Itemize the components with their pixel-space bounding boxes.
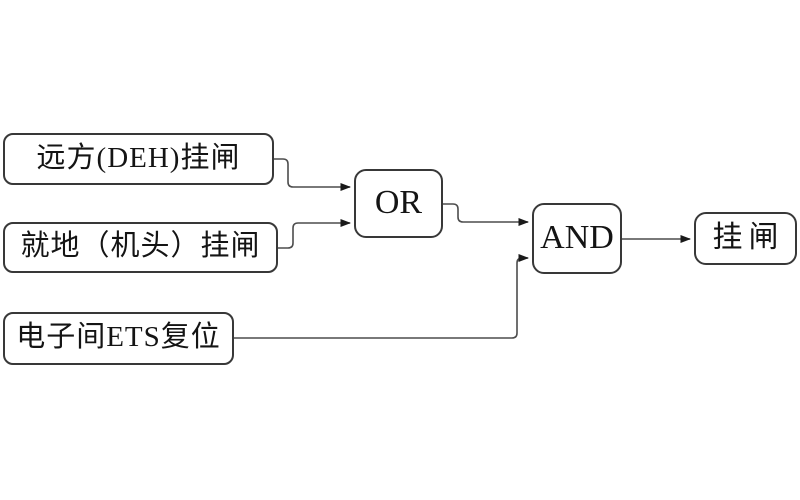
node-gate-or-label: OR [374, 183, 423, 221]
node-input-local-head-label: 就地（机头）挂闸 [20, 230, 261, 262]
connector-ets-reset-to-and [234, 254, 529, 339]
node-input-ets-reset-label: 电子间ETS复位 [16, 321, 221, 353]
connector-local-head-to-or [278, 219, 351, 249]
node-output-latch: 挂闸 [694, 212, 797, 265]
node-gate-and: AND [532, 203, 622, 274]
connector-or-to-and [443, 203, 529, 226]
node-input-local-head: 就地（机头）挂闸 [3, 222, 278, 273]
node-input-remote-deh-label: 远方(DEH)挂闸 [36, 141, 241, 174]
node-gate-or: OR [354, 169, 443, 238]
node-input-remote-deh: 远方(DEH)挂闸 [3, 133, 274, 185]
node-output-latch-label: 挂闸 [712, 220, 785, 254]
node-gate-and-label: AND [540, 218, 614, 256]
connector-remote-deh-to-or [274, 158, 351, 191]
node-input-ets-reset: 电子间ETS复位 [3, 312, 234, 365]
